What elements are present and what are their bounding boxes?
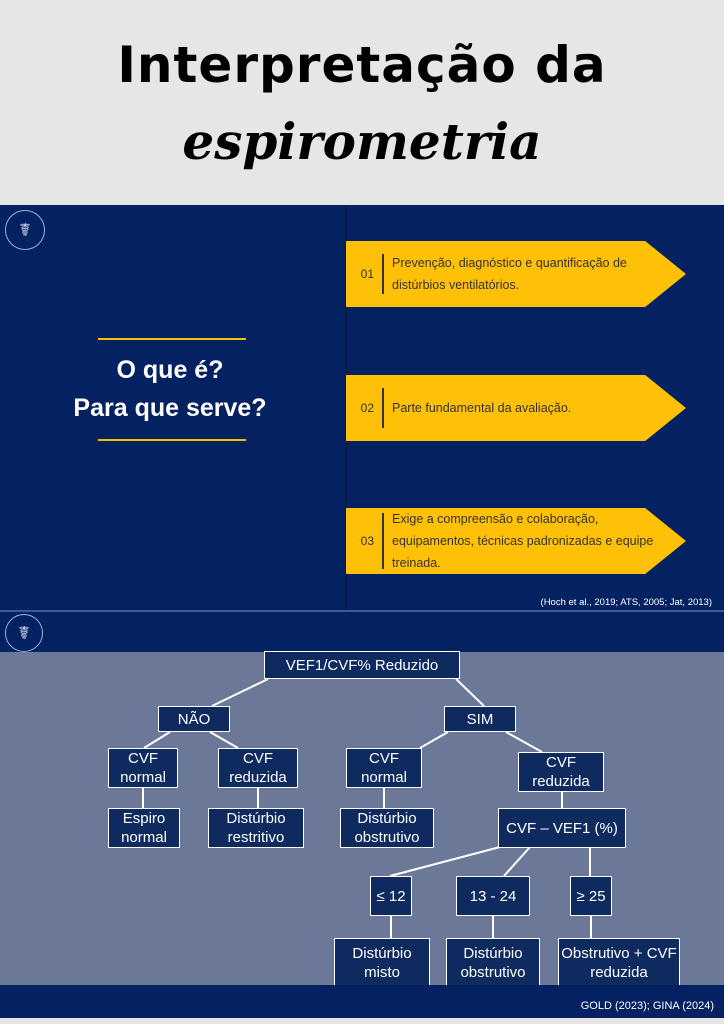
title-line1: Interpretação da: [117, 36, 607, 94]
node-yes-cvf-reduced: CVF reduzida: [518, 752, 604, 792]
citation: (Hoch et al., 2019; ATS, 2005; Jat, 2013…: [540, 597, 712, 608]
node-restrictive: Distúrbio restritivo: [208, 808, 304, 848]
item-01: 01 Prevenção, diagnóstico e quantificaçã…: [346, 241, 686, 307]
node-mixed: Distúrbio misto: [334, 938, 430, 988]
item-text: Exige a compreensão e colaboração, equip…: [392, 512, 654, 570]
node-obstructive-cvf-reduced: Obstrutivo + CVF reduzida: [558, 938, 680, 988]
item-text: Prevenção, diagnóstico e quantificação d…: [392, 256, 627, 292]
header: [0, 0, 724, 203]
separator: [0, 610, 724, 612]
item-02: 02 Parte fundamental da avaliação.: [346, 375, 686, 441]
accent-line-top: [98, 338, 246, 340]
node-le12: ≤ 12: [370, 876, 412, 916]
footer-citation: GOLD (2023); GINA (2024): [580, 1000, 714, 1012]
item-number: 03: [360, 534, 374, 548]
item-number: 01: [360, 267, 374, 281]
accent-line-bottom: [98, 439, 246, 441]
node-no-cvf-reduced: CVF reduzida: [218, 748, 298, 788]
node-root: VEF1/CVF% Reduzido: [264, 651, 460, 679]
question-line1: O que é?: [116, 356, 224, 384]
item-03: 03 Exige a compreensão e colaboração, eq…: [346, 508, 686, 574]
flowchart-header-band: [0, 612, 724, 652]
node-espiro-normal: Espiro normal: [108, 808, 180, 848]
node-obstructive-2: Distúrbio obstrutivo: [446, 938, 540, 988]
node-13-24: 13 - 24: [456, 876, 530, 916]
question-heading: O que é? Para que serve?: [0, 351, 340, 427]
item-number: 02: [360, 401, 374, 415]
node-obstructive: Distúrbio obstrutivo: [340, 808, 434, 848]
node-no: NÃO: [158, 706, 230, 732]
node-yes-cvf-normal: CVF normal: [346, 748, 422, 788]
node-no-cvf-normal: CVF normal: [108, 748, 178, 788]
lungs-emblem-icon: ☤: [5, 614, 43, 652]
node-cvf-vef1-diff: CVF – VEF1 (%): [498, 808, 626, 848]
footer-band: [0, 985, 724, 1018]
question-line2: Para que serve?: [73, 394, 267, 422]
node-yes: SIM: [444, 706, 516, 732]
lungs-emblem-icon: ☤: [5, 210, 45, 250]
item-text: Parte fundamental da avaliação.: [392, 401, 572, 415]
title-line2: espirometria: [182, 112, 542, 171]
node-ge25: ≥ 25: [570, 876, 612, 916]
